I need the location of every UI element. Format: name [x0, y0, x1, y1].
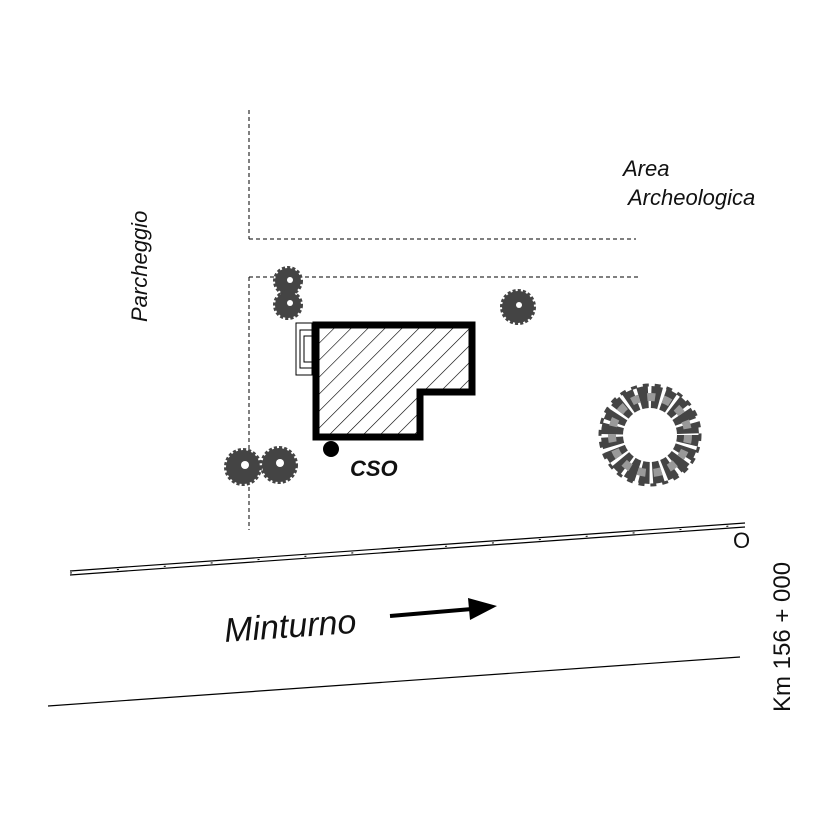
- km-origin-label: O: [733, 528, 750, 553]
- trees: [224, 266, 702, 487]
- area-label-1: Area: [621, 156, 669, 181]
- km-marker-label: Km 156 + 000: [769, 562, 796, 712]
- station-point: [323, 441, 339, 457]
- building: [312, 321, 476, 441]
- direction-arrow-icon: [389, 598, 497, 620]
- road: [47, 522, 746, 707]
- station-label: CSO: [350, 456, 398, 481]
- parking-label: Parcheggio: [127, 211, 152, 322]
- area-label-2: Archeologica: [626, 185, 755, 210]
- boundary-lines: [248, 110, 640, 530]
- direction-label: Minturno: [223, 603, 358, 650]
- stairs: [295, 322, 313, 376]
- large-tree-icon: [598, 383, 702, 487]
